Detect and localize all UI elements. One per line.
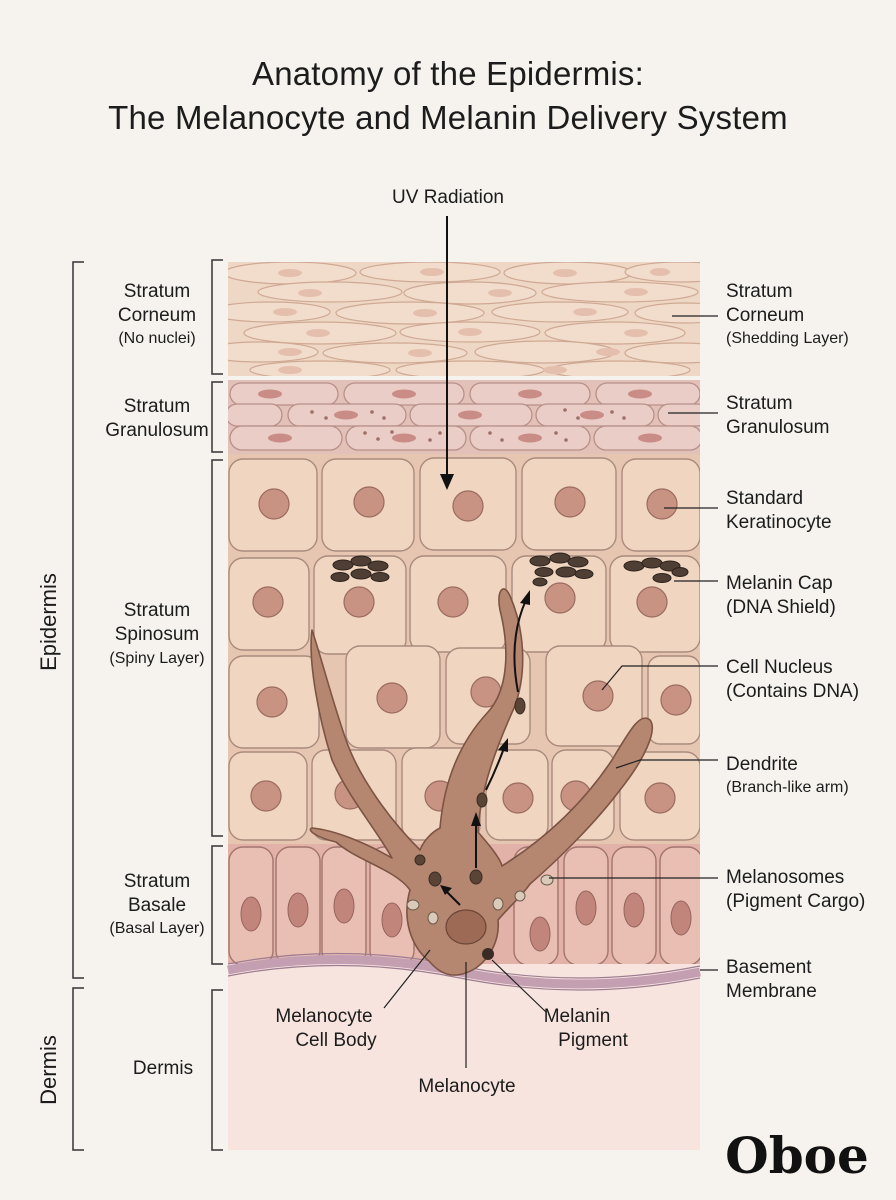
right-labels: Stratum Corneum (Shedding Layer) Stratum…: [726, 281, 865, 1002]
left-spinosum-sub: (Spiny Layer): [109, 650, 204, 667]
side-brackets: [72, 259, 223, 1151]
right-granulosum-line1: Stratum: [726, 393, 793, 414]
uv-arrowhead: [440, 474, 454, 490]
dermis-side-label: Dermis: [36, 1035, 61, 1105]
left-labels: Stratum Corneum (No nuclei) Stratum Gran…: [105, 281, 209, 1079]
right-basement-line2: Membrane: [726, 981, 817, 1002]
left-dermis-label: Dermis: [133, 1058, 193, 1079]
left-spinosum-line1: Stratum: [124, 600, 191, 621]
right-leader-lines: [549, 315, 718, 971]
melanosomes: [414, 697, 526, 887]
left-granulosum-line2: Granulosum: [105, 420, 209, 441]
right-keratinocyte-line2: Keratinocyte: [726, 512, 832, 533]
right-keratinocyte-line1: Standard: [726, 488, 803, 509]
right-nucleus-line1: Cell Nucleus: [726, 657, 833, 678]
right-melanin-cap-line1: Melanin Cap: [726, 573, 833, 594]
stratum-corneum-cells: [228, 262, 700, 376]
right-nucleus-line2: (Contains DNA): [726, 681, 859, 702]
right-melanosomes-line2: (Pigment Cargo): [726, 891, 865, 912]
melanin-pigment-line2: Pigment: [558, 1030, 628, 1051]
melanocyte-nucleus: [445, 909, 487, 945]
uv-radiation-label: UV Radiation: [392, 187, 504, 208]
cell-body-line2: Cell Body: [295, 1030, 377, 1051]
left-granulosum-line1: Stratum: [124, 396, 191, 417]
oboe-logo: Oboe: [725, 1126, 869, 1185]
right-corneum-line2: Corneum: [726, 305, 804, 326]
melanosome-granules-light: [406, 874, 554, 925]
right-corneum-line1: Stratum: [726, 281, 793, 302]
cell-body-line1: Melanocyte: [275, 1006, 372, 1027]
page-title: Anatomy of the Epidermis: The Melanocyte…: [0, 52, 896, 140]
transport-arrows: [444, 599, 527, 906]
melanocyte-cell: [309, 588, 654, 976]
title-line-1: Anatomy of the Epidermis:: [251, 55, 644, 92]
dermis-layer: [228, 960, 700, 1150]
right-basement-line1: Basement: [726, 957, 812, 978]
right-melanosomes-line1: Melanosomes: [726, 867, 844, 888]
title-line-2: The Melanocyte and Melanin Delivery Syst…: [108, 99, 788, 136]
right-dendrite-sub: (Branch-like arm): [726, 779, 849, 796]
left-spinosum-line2: Spinosum: [115, 624, 200, 645]
stratum-granulosum-cells: [228, 380, 700, 454]
melanin-pigment-line1: Melanin: [544, 1006, 611, 1027]
right-granulosum-line2: Granulosum: [726, 417, 830, 438]
right-dendrite-line1: Dendrite: [726, 754, 798, 775]
bottom-labels: Melanocyte Cell Body Melanin Pigment Mel…: [275, 1006, 628, 1097]
melanocyte-label: Melanocyte: [418, 1076, 515, 1097]
right-melanin-cap-line2: (DNA Shield): [726, 597, 836, 618]
right-corneum-sub: (Shedding Layer): [726, 330, 849, 347]
melanin-pigment-granule: [482, 948, 494, 960]
bottom-leader-lines: [383, 949, 547, 1068]
left-corneum-line2: Corneum: [118, 305, 196, 326]
left-corneum-sub: (No nuclei): [118, 330, 195, 347]
left-basale-line1: Stratum: [124, 871, 191, 892]
left-basale-sub: (Basal Layer): [109, 920, 204, 937]
melanin-caps: [330, 552, 689, 587]
left-basale-line2: Basale: [128, 895, 186, 916]
transport-arrowheads: [440, 590, 530, 895]
left-corneum-line1: Stratum: [124, 281, 191, 302]
epidermis-side-label: Epidermis: [36, 573, 61, 671]
